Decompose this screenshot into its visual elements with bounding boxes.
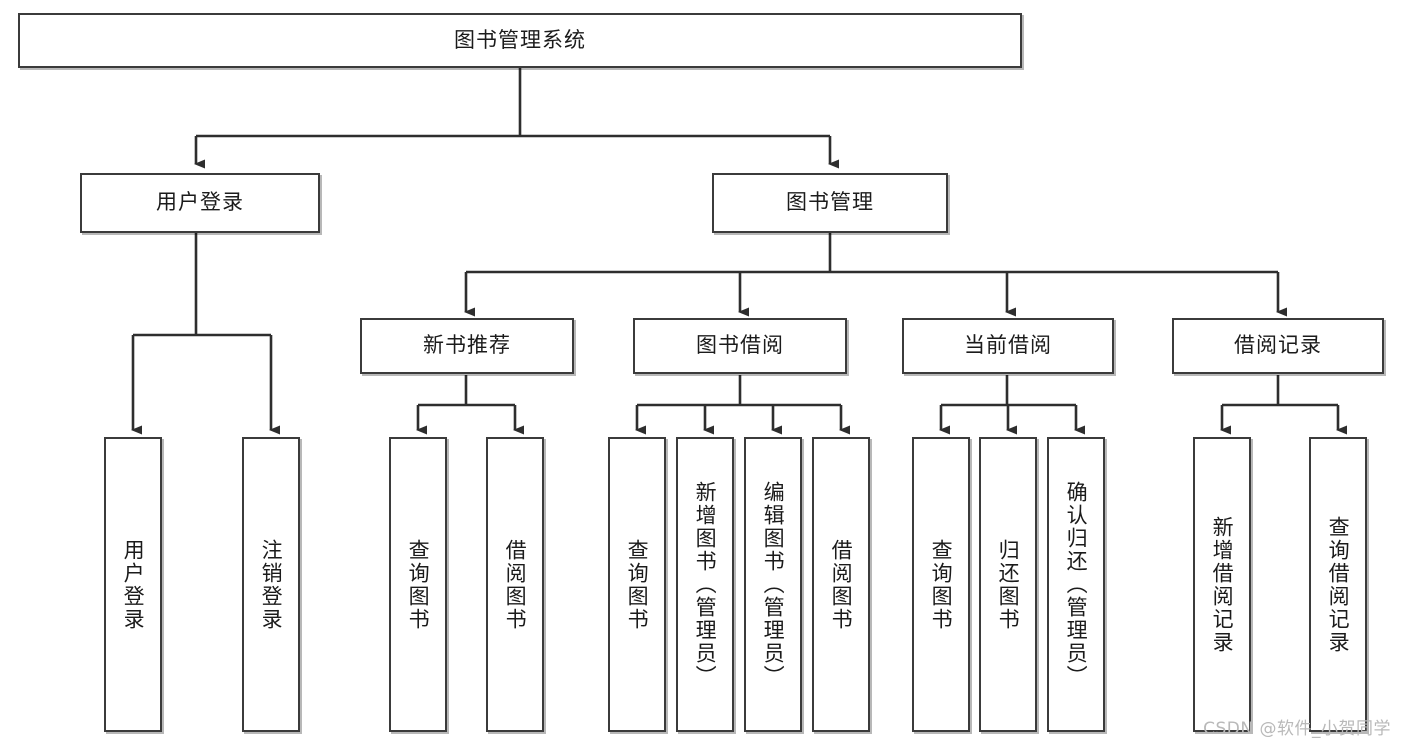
leaf-new-book-query[interactable]: 查询图书 (389, 437, 447, 732)
leaf-label: 查询图书 (625, 538, 650, 631)
node-book-borrow-label: 图书借阅 (696, 333, 784, 358)
node-current-borrow-label: 当前借阅 (964, 333, 1052, 358)
leaf-label: 注销登录 (259, 538, 284, 631)
node-borrow-record[interactable]: 借阅记录 (1172, 318, 1384, 374)
leaf-label: 查询借阅记录 (1326, 515, 1351, 654)
leaf-label: 归还图书 (996, 538, 1021, 631)
node-new-book-recommend-label: 新书推荐 (423, 333, 511, 358)
leaf-borrow-add-book-admin[interactable]: 新增图书（管理员） (676, 437, 734, 732)
leaf-record-add-record[interactable]: 新增借阅记录 (1193, 437, 1251, 732)
node-user-login-label: 用户登录 (156, 190, 244, 215)
leaf-record-query-record[interactable]: 查询借阅记录 (1309, 437, 1367, 732)
node-user-login[interactable]: 用户登录 (80, 173, 320, 233)
leaf-label: 新增借阅记录 (1210, 515, 1235, 654)
node-book-management-label: 图书管理 (786, 190, 874, 215)
node-book-management[interactable]: 图书管理 (712, 173, 948, 233)
leaf-current-return-book[interactable]: 归还图书 (979, 437, 1037, 732)
leaf-label: 查询图书 (406, 538, 431, 631)
leaf-borrow-edit-book-admin[interactable]: 编辑图书（管理员） (744, 437, 802, 732)
node-root[interactable]: 图书管理系统 (18, 13, 1022, 68)
leaf-label: 新增图书（管理员） (693, 481, 718, 688)
leaf-borrow-query-book[interactable]: 查询图书 (608, 437, 666, 732)
leaf-label: 用户登录 (121, 538, 146, 631)
watermark: CSDN @软件_小贺同学 (1203, 719, 1391, 739)
leaf-label: 编辑图书（管理员） (761, 481, 786, 688)
leaf-current-confirm-return-admin[interactable]: 确认归还（管理员） (1047, 437, 1105, 732)
leaf-user-login-logout[interactable]: 注销登录 (242, 437, 300, 732)
leaf-label: 查询图书 (929, 538, 954, 631)
node-root-label: 图书管理系统 (454, 27, 586, 52)
leaf-borrow-borrow-book[interactable]: 借阅图书 (812, 437, 870, 732)
leaf-label: 借阅图书 (503, 538, 528, 631)
node-current-borrow[interactable]: 当前借阅 (902, 318, 1114, 374)
leaf-user-login-login[interactable]: 用户登录 (104, 437, 162, 732)
leaf-label: 借阅图书 (829, 538, 854, 631)
leaf-current-query-book[interactable]: 查询图书 (912, 437, 970, 732)
node-new-book-recommend[interactable]: 新书推荐 (360, 318, 574, 374)
leaf-label: 确认归还（管理员） (1064, 481, 1089, 688)
leaf-new-book-borrow[interactable]: 借阅图书 (486, 437, 544, 732)
node-book-borrow[interactable]: 图书借阅 (633, 318, 847, 374)
node-borrow-record-label: 借阅记录 (1234, 333, 1322, 358)
